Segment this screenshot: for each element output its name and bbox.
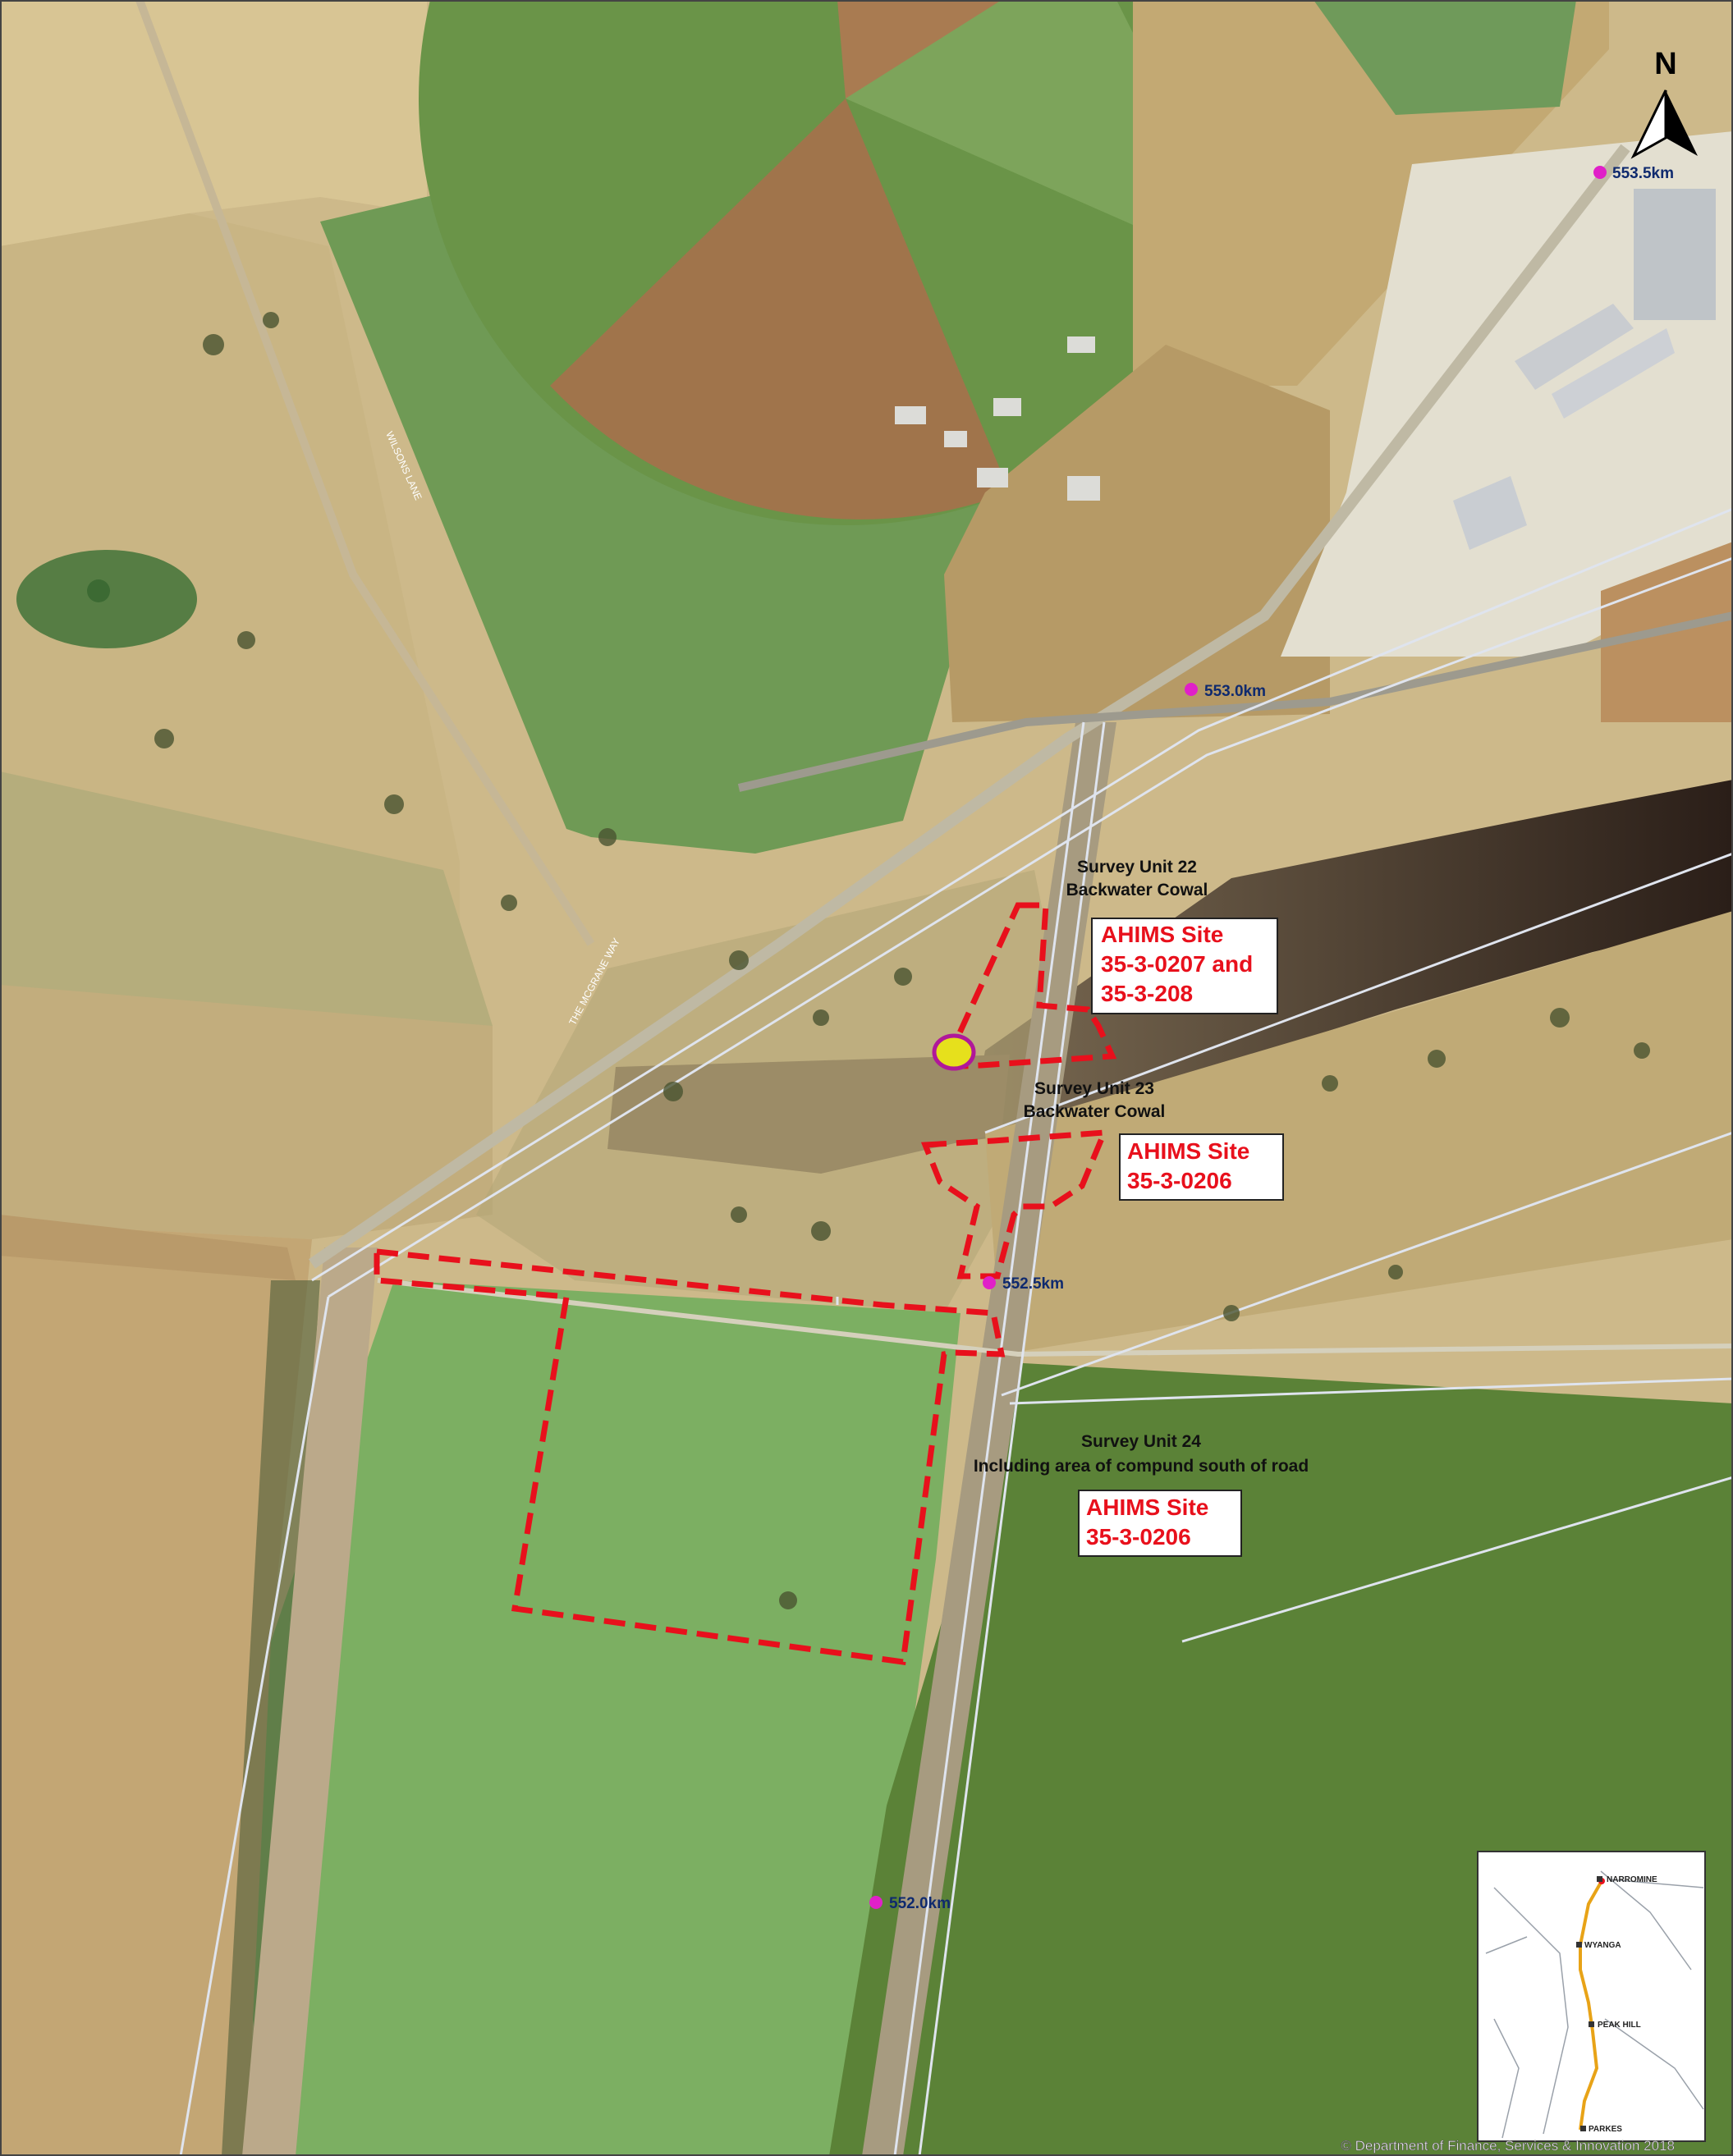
- chainage-marker-553-0: [1185, 683, 1198, 696]
- paddock-greenish: [0, 771, 493, 1026]
- crop-field-south-west: [246, 1280, 960, 2156]
- paddock-west-lower: [0, 944, 493, 1239]
- ahims-2-id: 35-3-0206: [1127, 1168, 1232, 1193]
- inset-town-peak-hill: PEAK HILL: [1598, 2021, 1641, 2030]
- inset-route: [1579, 1880, 1603, 2131]
- ahims-2-title: AHIMS Site: [1127, 1138, 1249, 1164]
- ahims-3-title: AHIMS Site: [1086, 1495, 1208, 1520]
- highway-corridor: [242, 1247, 378, 2156]
- access-road: [377, 1278, 1733, 1357]
- grain-depot: [1281, 131, 1733, 657]
- ahims-box-1: AHIMS Site 35-3-0207 and 35-3-208: [1091, 918, 1278, 1014]
- paddock-nw: [0, 0, 427, 246]
- north-label: N: [1654, 47, 1676, 81]
- chainage-label-553-0: 553.0km: [1204, 683, 1266, 700]
- riparian-zone: [476, 870, 1067, 1313]
- homestead-garden: [16, 550, 197, 648]
- survey-unit-24-label: Survey Unit 24: [1081, 1432, 1201, 1451]
- inset-town-wyanga: WYANGA: [1584, 1941, 1621, 1950]
- copyright-text: © Department of Finance, Services & Inno…: [1341, 2138, 1675, 2154]
- cadastre-lines: [179, 507, 1733, 2156]
- survey-unit-23-label: Survey Unit 23: [1034, 1079, 1154, 1098]
- crop-field-north: [320, 193, 1002, 854]
- ahims-3-id: 35-3-0206: [1086, 1524, 1191, 1549]
- survey-unit-22-sublabel: Backwater Cowal: [1066, 881, 1208, 899]
- ahims-1-id-line1: 35-3-0207 and: [1101, 951, 1253, 977]
- shed-2: [1552, 328, 1675, 419]
- orchard: [944, 345, 1330, 722]
- chainage-marker-552-5: [983, 1276, 996, 1289]
- survey-unit-23-boundary: [920, 1129, 1109, 1279]
- north-arrow-icon: [1666, 90, 1698, 156]
- pivot-top-segment: [837, 0, 1002, 98]
- chainage-label-552-0: 552.0km: [889, 1895, 951, 1912]
- paddock-west: [0, 213, 460, 968]
- location-inset: NARROMINE WYANGA PEAK HILL PARKES: [1477, 1851, 1706, 2142]
- inset-town-parkes: PARKES: [1589, 2125, 1622, 2134]
- ahims-1-id-line2: 35-3-208: [1101, 981, 1193, 1006]
- ahims-site-marker: [932, 1033, 976, 1071]
- chainage-markers: [869, 166, 1607, 1909]
- survey-unit-22-label: Survey Unit 22: [1077, 858, 1197, 877]
- wilsons-lane-road: [135, 0, 595, 946]
- chainage-marker-552-0: [869, 1896, 883, 1909]
- ahims-box-3: AHIMS Site 35-3-0206: [1078, 1490, 1242, 1557]
- shed-3: [1453, 476, 1527, 550]
- shed-1: [1515, 304, 1634, 390]
- paddock-far-west: [0, 1223, 312, 2156]
- north-arrow: N: [1630, 47, 1698, 159]
- survey-unit-24-boundary: [374, 1248, 1006, 1665]
- chainage-label-553-5: 553.5km: [1612, 165, 1674, 182]
- paddock-se-upper: [985, 911, 1733, 1354]
- highway-road: [737, 611, 1733, 792]
- inset-town-narromine: NARROMINE: [1607, 1875, 1657, 1884]
- inset-roads: [1485, 1870, 1704, 2139]
- silos: [1634, 189, 1716, 320]
- chainage-marker-553-5: [1593, 166, 1607, 179]
- paddock-divider: [0, 1215, 296, 1280]
- survey-unit-24-sublabel: Including area of compund south of road: [974, 1457, 1309, 1476]
- chainage-label-552-5: 552.5km: [1002, 1275, 1064, 1293]
- survey-unit-23-sublabel: Backwater Cowal: [1024, 1102, 1166, 1121]
- mcgrane-way-road: [309, 144, 1630, 1269]
- ahims-box-2: AHIMS Site 35-3-0206: [1119, 1133, 1284, 1201]
- tree-row-west: [222, 1280, 320, 2156]
- backwater-cowal-east: [969, 780, 1733, 1141]
- farm-buildings: [895, 336, 1100, 501]
- field-ne-green: [1314, 0, 1576, 115]
- ahims-1-title: AHIMS Site: [1101, 922, 1223, 947]
